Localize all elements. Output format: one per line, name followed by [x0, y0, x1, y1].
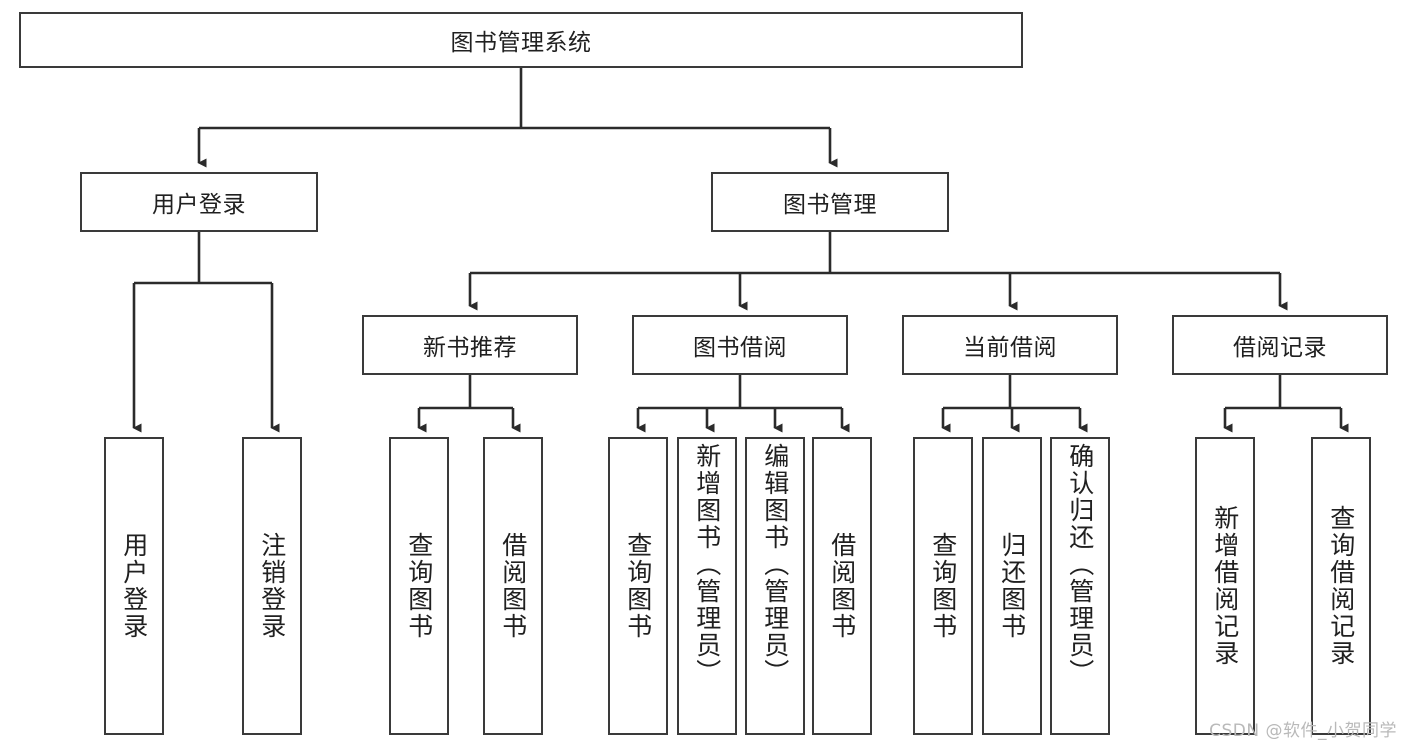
node-label: 确认归还（管理员）	[1065, 443, 1095, 686]
node-label: 图书借阅	[693, 335, 787, 361]
node-label: 归还图书	[997, 532, 1027, 640]
node-label: 借阅记录	[1233, 335, 1327, 361]
leaf-borrow-record-query[interactable]: 查询借阅记录	[1311, 437, 1371, 735]
node-label: 查询图书	[928, 532, 958, 640]
node-label: 用户登录	[152, 192, 246, 218]
leaf-current-borrow-return[interactable]: 归还图书	[982, 437, 1042, 735]
leaf-book-borrow-query[interactable]: 查询图书	[608, 437, 668, 735]
node-book-borrow[interactable]: 图书借阅	[632, 315, 848, 375]
node-label: 查询图书	[623, 532, 653, 640]
leaf-current-borrow-confirm-return[interactable]: 确认归还（管理员）	[1050, 437, 1110, 735]
node-book-management[interactable]: 图书管理	[711, 172, 949, 232]
node-user-login[interactable]: 用户登录	[80, 172, 318, 232]
node-label: 新书推荐	[423, 335, 517, 361]
node-label: 图书管理系统	[450, 30, 592, 56]
node-label: 查询借阅记录	[1326, 505, 1356, 667]
node-new-book-recommend[interactable]: 新书推荐	[362, 315, 578, 375]
node-label: 借阅图书	[827, 532, 857, 640]
leaf-new-book-borrow[interactable]: 借阅图书	[483, 437, 543, 735]
leaf-user-login-login[interactable]: 用户登录	[104, 437, 164, 735]
leaf-borrow-record-add[interactable]: 新增借阅记录	[1195, 437, 1255, 735]
leaf-current-borrow-query[interactable]: 查询图书	[913, 437, 973, 735]
leaf-book-borrow-borrow[interactable]: 借阅图书	[812, 437, 872, 735]
node-label: 查询图书	[404, 532, 434, 640]
node-borrow-records[interactable]: 借阅记录	[1172, 315, 1388, 375]
node-current-borrow[interactable]: 当前借阅	[902, 315, 1118, 375]
node-root-system[interactable]: 图书管理系统	[19, 12, 1023, 68]
leaf-user-login-logout[interactable]: 注销登录	[242, 437, 302, 735]
node-label: 当前借阅	[963, 335, 1057, 361]
leaf-book-borrow-add[interactable]: 新增图书（管理员）	[677, 437, 737, 735]
node-label: 注销登录	[257, 532, 287, 640]
leaf-new-book-query[interactable]: 查询图书	[389, 437, 449, 735]
watermark-text: CSDN @软件_小贺同学	[1209, 721, 1397, 741]
node-label: 借阅图书	[498, 532, 528, 640]
node-label: 新增图书（管理员）	[692, 443, 722, 686]
node-label: 用户登录	[119, 532, 149, 640]
node-label: 图书管理	[783, 192, 877, 218]
node-label: 新增借阅记录	[1210, 505, 1240, 667]
leaf-book-borrow-edit[interactable]: 编辑图书（管理员）	[745, 437, 805, 735]
node-label: 编辑图书（管理员）	[760, 443, 790, 686]
